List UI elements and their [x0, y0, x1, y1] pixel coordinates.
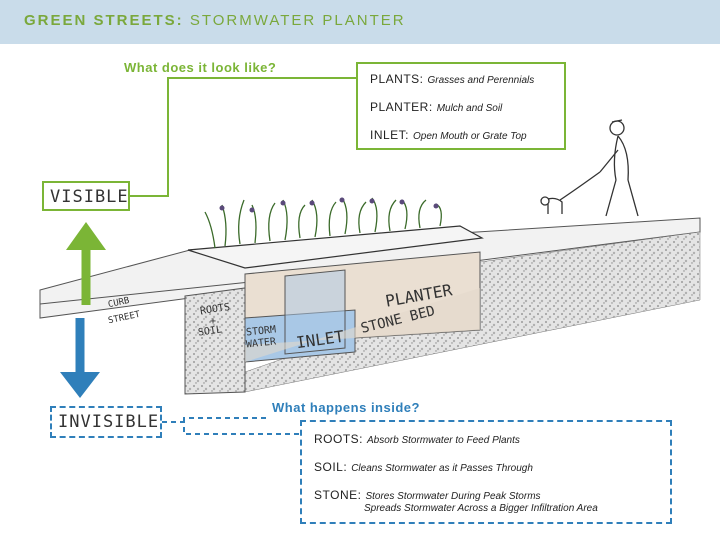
- stone-row: STONE:Stores Stormwater During Peak Stor…: [314, 488, 541, 502]
- soil-key: SOIL:: [314, 460, 348, 474]
- invisible-label: INVISIBLE: [58, 412, 160, 432]
- header-banner: GREEN STREETS: STORMWATER PLANTER: [0, 0, 720, 44]
- planter-key: PLANTER:: [370, 100, 433, 114]
- stone-row-2: Spreads Stormwater Across a Bigger Infil…: [360, 502, 598, 514]
- invisible-question: What happens inside?: [272, 400, 420, 415]
- soil-row: SOIL:Cleans Stormwater as it Passes Thro…: [314, 460, 533, 474]
- plants-row: PLANTS:Grasses and Perennials: [370, 72, 534, 86]
- inlet-row: INLET:Open Mouth or Grate Top: [370, 128, 527, 142]
- planter-value: Mulch and Soil: [436, 103, 503, 114]
- roots-key: ROOTS:: [314, 432, 364, 446]
- invisible-label-box: INVISIBLE: [50, 406, 162, 438]
- invisible-connector-line: [162, 421, 300, 435]
- planter-rim: [187, 225, 484, 269]
- planter-row: PLANTER:Mulch and Soil: [370, 100, 502, 114]
- plants-key: PLANTS:: [370, 72, 424, 86]
- visible-label-box: VISIBLE: [42, 181, 130, 211]
- inlet-box: [284, 269, 346, 355]
- title-bold: GREEN STREETS:: [24, 12, 184, 29]
- page-title: GREEN STREETS: STORMWATER PLANTER: [24, 12, 406, 29]
- roots-row: ROOTS:Absorb Stormwater to Feed Plants: [314, 432, 520, 446]
- soil-value: Cleans Stormwater as it Passes Through: [351, 463, 533, 474]
- visible-connector-line: [130, 77, 356, 197]
- roots-value: Absorb Stormwater to Feed Plants: [367, 435, 520, 446]
- flowers: [219, 197, 439, 213]
- invisible-connector-line-upper: [183, 417, 270, 422]
- title-rest: STORMWATER PLANTER: [183, 12, 406, 29]
- inlet-value: Open Mouth or Grate Top: [413, 131, 527, 142]
- stone-value-2: Spreads Stormwater Across a Bigger Infil…: [364, 503, 598, 514]
- person-walking-dog-sketch: [540, 119, 639, 217]
- visible-arrow-head: [66, 222, 106, 250]
- curb-line: [39, 281, 251, 305]
- plus-label: +: [210, 316, 217, 327]
- stone-key: STONE:: [314, 488, 362, 502]
- stone-column: [184, 287, 246, 395]
- visible-question: What does it look like?: [124, 60, 277, 75]
- inlet-key: INLET:: [370, 128, 410, 142]
- plants-value: Grasses and Perennials: [427, 75, 535, 86]
- visible-info-box: PLANTS:Grasses and Perennials PLANTER:Mu…: [356, 62, 566, 150]
- invisible-info-box: ROOTS:Absorb Stormwater to Feed Plants S…: [300, 420, 672, 524]
- visible-label: VISIBLE: [50, 187, 129, 207]
- invisible-arrow-head: [60, 372, 100, 398]
- stone-bed: [245, 288, 480, 362]
- stone-value: Stores Stormwater During Peak Storms: [365, 491, 541, 502]
